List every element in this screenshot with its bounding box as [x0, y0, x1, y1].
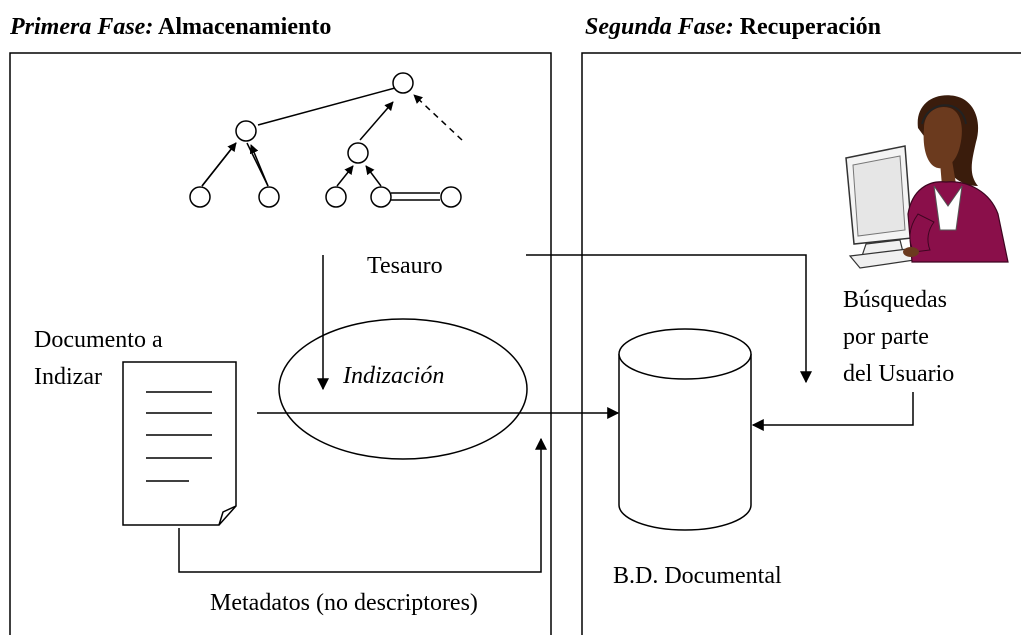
phase1-title-bold: Almacenamiento	[158, 14, 332, 40]
tesauro-label: Tesauro	[367, 253, 443, 279]
tesauro-to-busquedas-arrow	[526, 254, 812, 384]
woman-at-computer-icon	[845, 95, 1009, 269]
database-cylinder-icon	[618, 328, 752, 531]
document-page-icon	[122, 361, 237, 526]
thesaurus-tree	[189, 72, 463, 208]
phase2-panel	[581, 52, 1021, 635]
busquedas-label-line1: Búsquedas	[843, 287, 947, 313]
busquedas-label-line2: por parte	[843, 324, 929, 350]
phase2-title-italic: Segunda Fase:	[585, 14, 734, 40]
usuario-to-db-arrow	[751, 392, 914, 431]
phase1-panel	[9, 52, 552, 635]
indizacion-label: Indización	[343, 363, 445, 389]
metadatos-path	[178, 437, 547, 573]
documento-label-line2: Indizar	[34, 364, 102, 390]
phase2-title-bold: Recuperación	[739, 14, 881, 40]
phase1-title-italic: Primera Fase:	[10, 14, 154, 40]
documento-label-line1: Documento a	[34, 327, 163, 353]
metadatos-label: Metadatos (no descriptores)	[210, 590, 478, 616]
phase1-title: Primera Fase: Almacenamiento	[10, 15, 331, 39]
bd-documental-label: B.D. Documental	[613, 563, 782, 589]
phase2-title: Segunda Fase: Recuperación	[585, 15, 881, 39]
indizacion-ellipse	[278, 318, 528, 460]
busquedas-label-line3: del Usuario	[843, 361, 955, 387]
